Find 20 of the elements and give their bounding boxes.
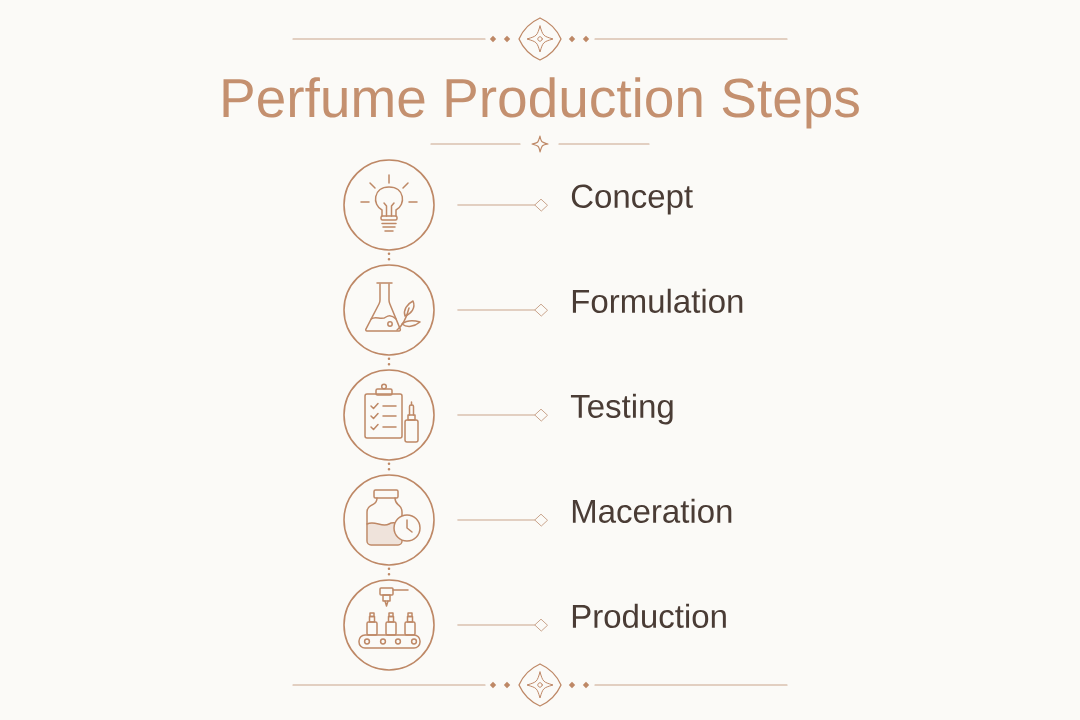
- connector-line: [457, 303, 548, 317]
- connector-line: [457, 408, 548, 422]
- connector-line: [457, 198, 548, 212]
- connector-line: [457, 513, 548, 527]
- step-label: Production: [572, 603, 726, 628]
- step-circle: [343, 369, 435, 461]
- connector-line: [457, 618, 548, 632]
- title: Perfume Production Steps: [223, 77, 859, 129]
- step-label: Testing: [570, 393, 673, 425]
- step-label: Formulation: [572, 288, 743, 313]
- dotted-connector: [387, 567, 391, 578]
- dotted-connector: [387, 252, 391, 263]
- step-circle: [343, 264, 435, 356]
- step-circle: [343, 579, 435, 671]
- dotted-connector: [387, 462, 391, 473]
- step-label: Concept: [571, 184, 693, 215]
- step-label: Maceration: [572, 498, 732, 523]
- dotted-connector: [387, 357, 391, 368]
- step-circle: [343, 159, 435, 251]
- step-circle: [343, 474, 435, 566]
